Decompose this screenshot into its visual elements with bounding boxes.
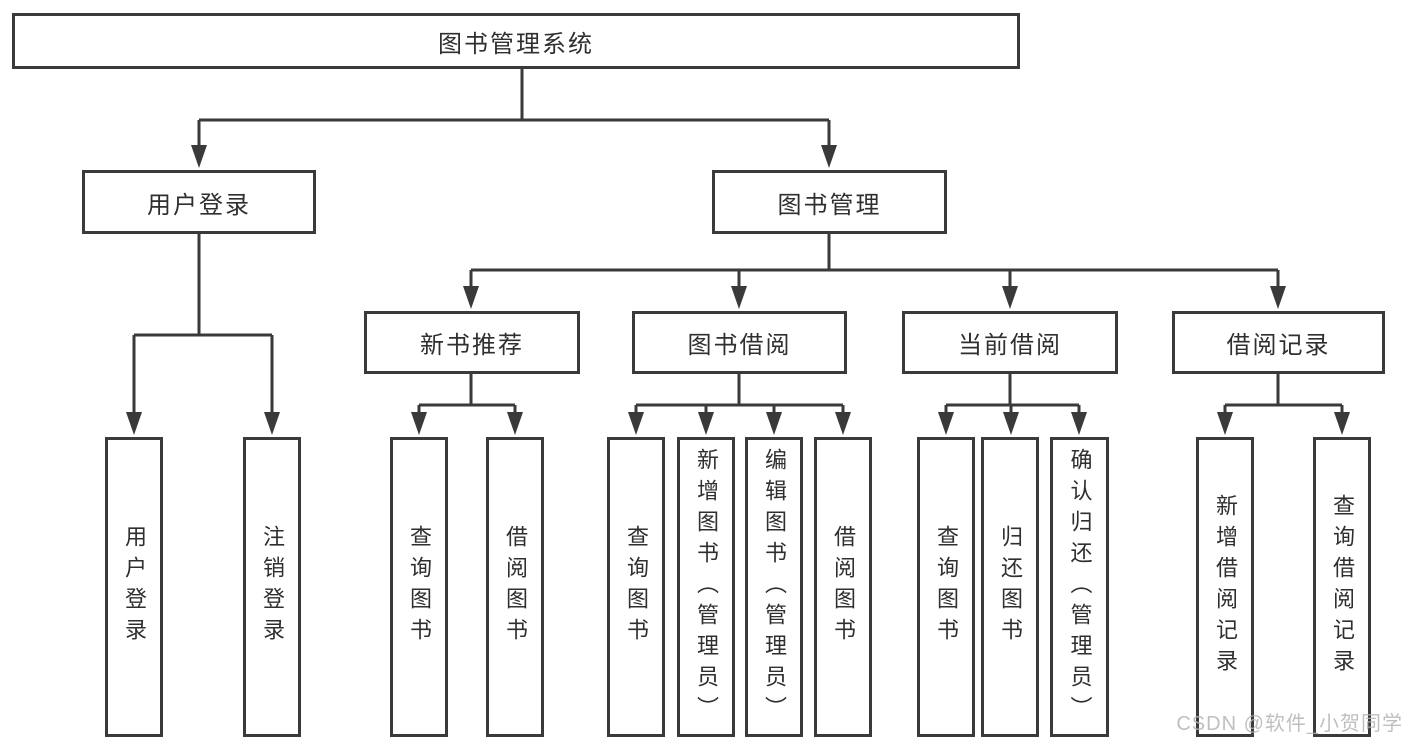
leaf-borrow-books-recommend: 借阅图书 [486, 437, 544, 737]
leaf-query-books-current: 查询图书 [917, 437, 975, 737]
arrowhead-down [1003, 412, 1019, 435]
arrowhead-down [628, 412, 644, 435]
node-root-label: 图书管理系统 [438, 30, 594, 58]
leaf-query-books-recommend: 查询图书 [390, 437, 448, 737]
connector-lines [132, 69, 1344, 414]
node-current-borrowing: 当前借阅 [902, 311, 1118, 374]
leaf-query-borrowing-record-label: 查询借阅记录 [1330, 494, 1355, 680]
leaf-logout-label: 注销登录 [260, 525, 285, 649]
leaf-add-borrowing-record-label: 新增借阅记录 [1213, 494, 1238, 680]
leaf-query-books-borrowing: 查询图书 [607, 437, 665, 737]
leaf-edit-book-admin: 编辑图书（管理员） [745, 437, 803, 737]
leaf-borrow-books-recommend-label: 借阅图书 [503, 525, 528, 649]
leaf-add-book-admin-label: 新增图书（管理员） [694, 447, 719, 727]
node-user-login-label: 用户登录 [147, 191, 251, 219]
leaf-query-books-current-label: 查询图书 [934, 525, 959, 649]
arrowhead-down [766, 412, 782, 435]
leaf-query-books-recommend-label: 查询图书 [407, 525, 432, 649]
arrowhead-down [1071, 412, 1087, 435]
node-borrowing-records: 借阅记录 [1172, 311, 1385, 374]
leaf-return-books-label: 归还图书 [998, 525, 1023, 649]
node-book-borrowing-label: 图书借阅 [687, 332, 792, 359]
arrowhead-down [264, 412, 280, 435]
arrowhead-down [1270, 286, 1286, 309]
leaf-query-borrowing-record: 查询借阅记录 [1313, 437, 1371, 737]
arrowhead-down [938, 412, 954, 435]
leaf-query-books-borrowing-label: 查询图书 [624, 525, 649, 649]
leaf-add-borrowing-record: 新增借阅记录 [1196, 437, 1254, 737]
arrowhead-down [821, 145, 837, 168]
connector-user-login [132, 234, 274, 414]
node-new-book-recommendation: 新书推荐 [364, 311, 580, 374]
arrowhead-down [191, 145, 207, 168]
connector-current-borrowing [944, 374, 1081, 414]
leaf-add-book-admin: 新增图书（管理员） [677, 437, 735, 737]
node-current-borrowing-label: 当前借阅 [958, 332, 1062, 359]
connector-book-management [469, 234, 1280, 288]
arrowhead-down [411, 412, 427, 435]
arrowhead-down [698, 412, 714, 435]
node-book-management-label: 图书管理 [777, 191, 882, 219]
arrowhead-down [731, 286, 747, 309]
leaf-logout: 注销登录 [243, 437, 301, 737]
arrowhead-down [835, 412, 851, 435]
arrowhead-down [126, 412, 142, 435]
connector-new-book-recommendation [417, 374, 517, 414]
arrowhead-down [1002, 286, 1018, 309]
arrowhead-down [463, 286, 479, 309]
leaf-edit-book-admin-label: 编辑图书（管理员） [762, 447, 787, 727]
arrowhead-down [507, 412, 523, 435]
connector-borrowing-records [1223, 374, 1344, 414]
node-root: 图书管理系统 [12, 13, 1020, 69]
leaf-user-login-label: 用户登录 [122, 525, 147, 649]
node-book-management: 图书管理 [712, 170, 947, 234]
node-user-login: 用户登录 [82, 170, 316, 234]
node-book-borrowing: 图书借阅 [632, 311, 847, 374]
node-new-book-recommendation-label: 新书推荐 [420, 332, 524, 359]
leaf-confirm-return-admin: 确认归还（管理员） [1050, 437, 1109, 737]
arrowheads [126, 145, 1350, 435]
leaf-user-login: 用户登录 [105, 437, 163, 737]
csdn-watermark: CSDN @软件_小贺同学 [1176, 713, 1403, 735]
leaf-borrow-books-borrowing: 借阅图书 [814, 437, 872, 737]
arrowhead-down [1334, 412, 1350, 435]
leaf-borrow-books-borrowing-label: 借阅图书 [831, 525, 856, 649]
arrowhead-down [1217, 412, 1233, 435]
node-borrowing-records-label: 借阅记录 [1226, 332, 1331, 359]
leaf-confirm-return-admin-label: 确认归还（管理员） [1067, 447, 1093, 727]
connector-book-borrowing [634, 374, 845, 414]
connector-root [197, 69, 831, 147]
leaf-return-books: 归还图书 [981, 437, 1039, 737]
